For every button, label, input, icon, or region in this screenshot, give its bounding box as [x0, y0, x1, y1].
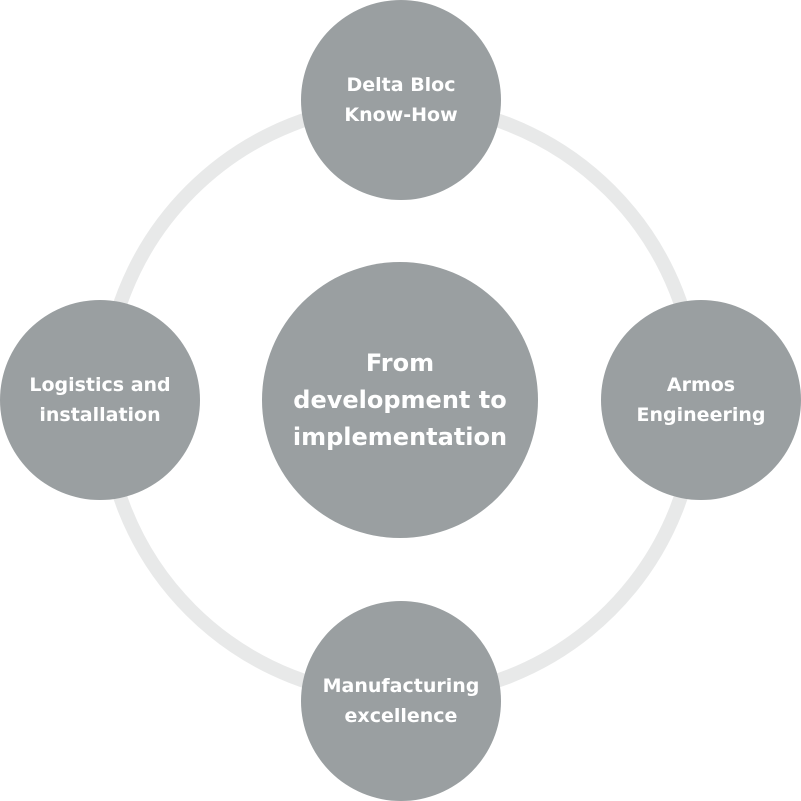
node-logistics-installation: Logistics and installation [0, 300, 200, 500]
node-label-line: installation [39, 404, 161, 426]
center-label: From development to implementation [293, 345, 507, 456]
center-node: From development to implementation [262, 262, 538, 538]
node-manufacturing-excellence: Manufacturing excellence [301, 601, 501, 801]
center-label-line: From [365, 348, 435, 377]
node-label-line: Engineering [636, 404, 766, 426]
node-label: Armos Engineering [637, 370, 766, 430]
node-label-line: Manufacturing [322, 675, 480, 697]
node-armos-engineering: Armos Engineering [601, 300, 801, 500]
node-label-line: Know-How [344, 104, 458, 126]
node-label-line: excellence [344, 705, 458, 727]
node-label-line: Logistics and [29, 374, 171, 396]
center-label-line: implementation [292, 422, 508, 451]
node-label: Manufacturing excellence [323, 671, 480, 731]
center-label-line: development to [293, 385, 507, 414]
node-label: Delta Bloc Know-How [344, 70, 457, 130]
node-label: Logistics and installation [29, 370, 170, 430]
node-delta-bloc-know-how: Delta Bloc Know-How [301, 0, 501, 200]
node-label-line: Delta Bloc [346, 74, 456, 96]
node-label-line: Armos [666, 374, 736, 396]
